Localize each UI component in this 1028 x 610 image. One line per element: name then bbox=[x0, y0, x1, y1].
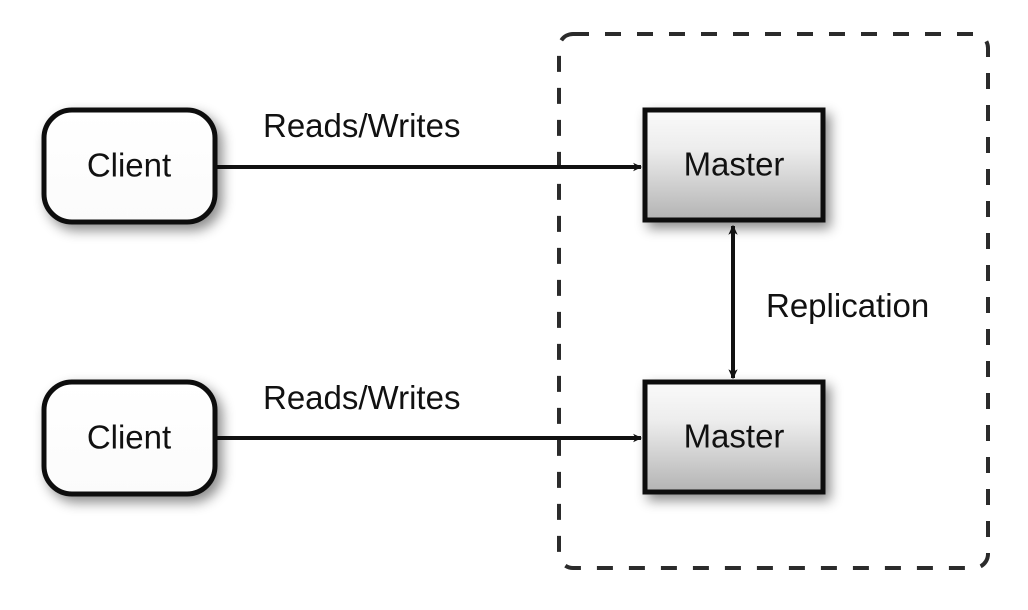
client-top-shape bbox=[41, 107, 218, 225]
node-master-top[interactable]: Master bbox=[642, 107, 826, 223]
client-bottom-shape bbox=[41, 379, 218, 497]
master-top-shape bbox=[642, 107, 826, 223]
node-client-top[interactable]: Client bbox=[41, 107, 218, 225]
node-master-bottom[interactable]: Master bbox=[642, 379, 826, 495]
master-bottom-shape bbox=[642, 379, 826, 495]
edge-label-replication: Replication bbox=[766, 287, 929, 324]
edge-label-reads-writes-bottom: Reads/Writes bbox=[263, 379, 460, 416]
client-top-label: Client bbox=[87, 147, 171, 184]
master-top-label: Master bbox=[684, 146, 785, 183]
node-client-bottom[interactable]: Client bbox=[41, 379, 218, 497]
edge-label-reads-writes-top: Reads/Writes bbox=[263, 107, 460, 144]
client-bottom-label: Client bbox=[87, 419, 171, 456]
master-bottom-label: Master bbox=[684, 418, 785, 455]
replication-cluster-boundary bbox=[557, 32, 990, 570]
